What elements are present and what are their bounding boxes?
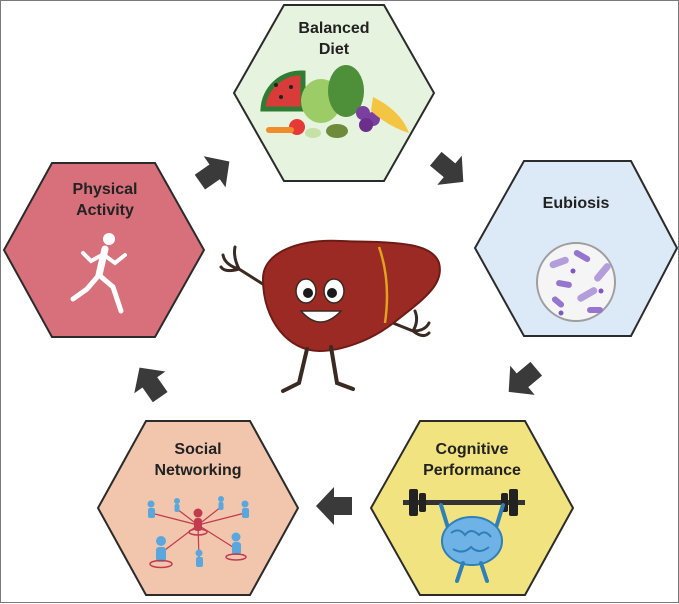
running-person-icon bbox=[70, 233, 127, 314]
brain-lifting-barbell-icon bbox=[403, 489, 525, 583]
liver-mascot-icon bbox=[219, 239, 441, 393]
people-network-figures bbox=[147, 496, 249, 569]
arrow-cognitive-to-social bbox=[316, 487, 352, 525]
label-balanced: Balanced bbox=[298, 20, 369, 37]
node-balanced-diet: Balanced Diet bbox=[232, 4, 436, 182]
node-social-networking: Social Networking bbox=[96, 420, 300, 596]
bacteria-petri-dish-icon bbox=[536, 242, 616, 322]
fruit-vegetable-icon bbox=[260, 65, 409, 138]
label-physical: Physical bbox=[73, 181, 138, 198]
node-cognitive-performance: Cognitive Performance bbox=[369, 420, 575, 596]
label-diet: Diet bbox=[319, 41, 350, 58]
node-eubiosis: Eubiosis bbox=[473, 160, 679, 337]
label-activity: Activity bbox=[76, 202, 134, 219]
label-networking: Networking bbox=[154, 462, 241, 479]
hexagon-social-networking bbox=[96, 420, 300, 596]
arrow-social-to-activity bbox=[134, 367, 168, 403]
arrow-activity-to-diet bbox=[194, 156, 230, 190]
arrow-eubiosis-to-cognitive bbox=[508, 361, 543, 395]
label-cognitive: Cognitive bbox=[436, 441, 509, 458]
label-eubiosis: Eubiosis bbox=[543, 195, 610, 212]
label-social: Social bbox=[174, 441, 221, 458]
node-physical-activity: Physical Activity bbox=[2, 162, 206, 338]
label-performance: Performance bbox=[423, 462, 521, 479]
hexagon-cognitive-performance bbox=[369, 420, 575, 596]
arrow-diet-to-eubiosis bbox=[429, 151, 464, 185]
